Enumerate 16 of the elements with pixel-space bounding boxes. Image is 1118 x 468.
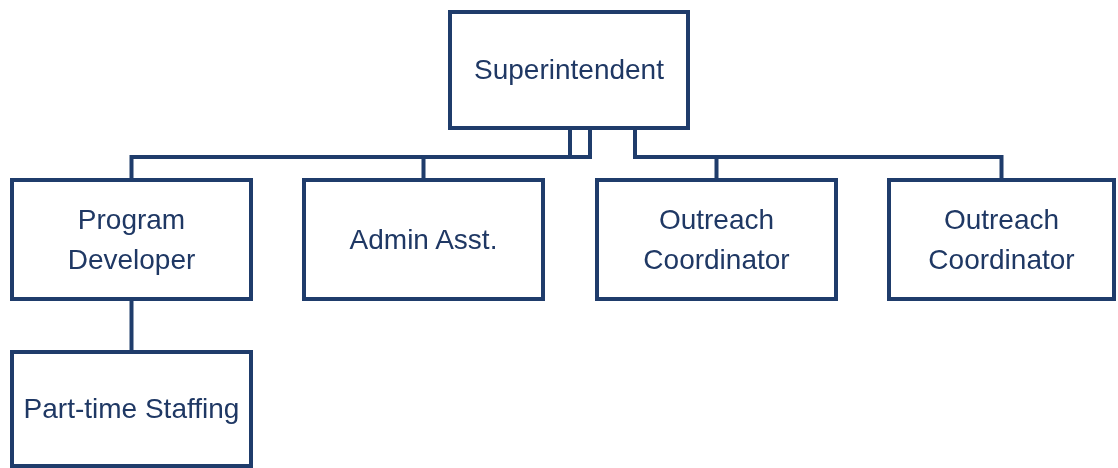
- role-label: Outreach Coordinator: [927, 203, 1076, 277]
- role-label: Part-time Staffing: [22, 392, 241, 427]
- org-box: [302, 178, 545, 301]
- org-box: [595, 178, 838, 301]
- org-box: [10, 350, 253, 468]
- role-label: Admin Asst.: [348, 222, 499, 257]
- connector-line: [421, 130, 592, 178]
- role-label: Superintendent: [473, 53, 665, 88]
- org-box: [10, 178, 253, 301]
- connector-line: [129, 130, 572, 178]
- role-label: Outreach Coordinator: [642, 203, 791, 277]
- org-box: [448, 10, 690, 130]
- org-box: [887, 178, 1116, 301]
- connector-line: [633, 130, 1004, 178]
- connector-line: [129, 301, 134, 350]
- role-label: Program Developer: [66, 203, 197, 277]
